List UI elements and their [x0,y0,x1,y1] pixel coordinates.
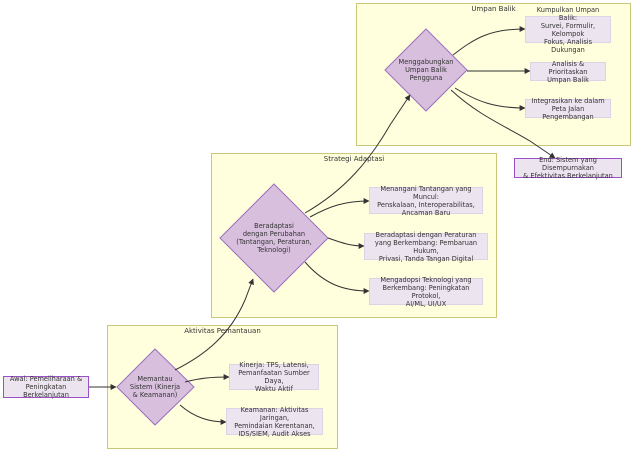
edge-adapt-peraturan [327,237,365,249]
edge-feedback-end [450,89,556,159]
incorporate-feedback-decision[interactable]: Menggabungkan Umpan Balik Pengguna [398,58,454,82]
edge-monitor-kinerja [184,374,230,383]
edge-adapt-feedback [304,94,411,214]
cluster-title-aktivitas-pemantauan: Aktivitas Pemantauan [184,327,261,335]
diamond-feedback [384,28,468,112]
diamond-monitor [116,348,195,426]
cluster-title-umpan-balik: Umpan Balik [471,5,516,13]
edge-feedback-kumpulkan [452,26,526,56]
start-node[interactable]: Awal: Pemeliharaan & Peningkatan Berkela… [3,375,89,399]
monitor-system-decision[interactable]: Memantau Sistem (Kinerja & Keamanan) [129,375,181,399]
edge-monitor-keamanan [179,404,227,425]
edge-adapt-teknologi [304,261,370,294]
kinerja-node[interactable]: Kinerja: TPS, Latensi, Pemanfaatan Sumbe… [229,361,319,393]
edge-monitor-adapt [174,278,254,371]
edge-adapt-tantangan [309,198,370,218]
analisis-node[interactable]: Analisis & Prioritaskan Umpan Balik [530,60,606,84]
keamanan-node[interactable]: Keamanan: Aktivitas Jaringan, Pemindaian… [226,406,323,438]
integrasi-node[interactable]: Integrasikan ke dalam Peta Jalan Pengemb… [525,97,611,121]
edge-feedback-integrasi [454,87,526,111]
end-node[interactable]: End: Sistem yang Disempurnakan & Efektiv… [514,156,622,180]
diamond-adapt [219,183,329,293]
peraturan-node[interactable]: Beradaptasi dengan Peraturan yang Berkem… [364,231,488,263]
adapt-to-change-decision[interactable]: Beradaptasi dengan Perubahan (Tantangan,… [236,222,312,254]
tantangan-node[interactable]: Menangani Tantangan yang Muncul: Penskal… [369,185,483,217]
cluster-title-strategi-adaptasi: Strategi Adaptasi [323,155,385,163]
kumpulkan-node[interactable]: Kumpulkan Umpan Balik: Survei, Formulir,… [525,6,611,54]
teknologi-node[interactable]: Mengadopsi Teknologi yang Berkembang: Pe… [369,276,483,308]
